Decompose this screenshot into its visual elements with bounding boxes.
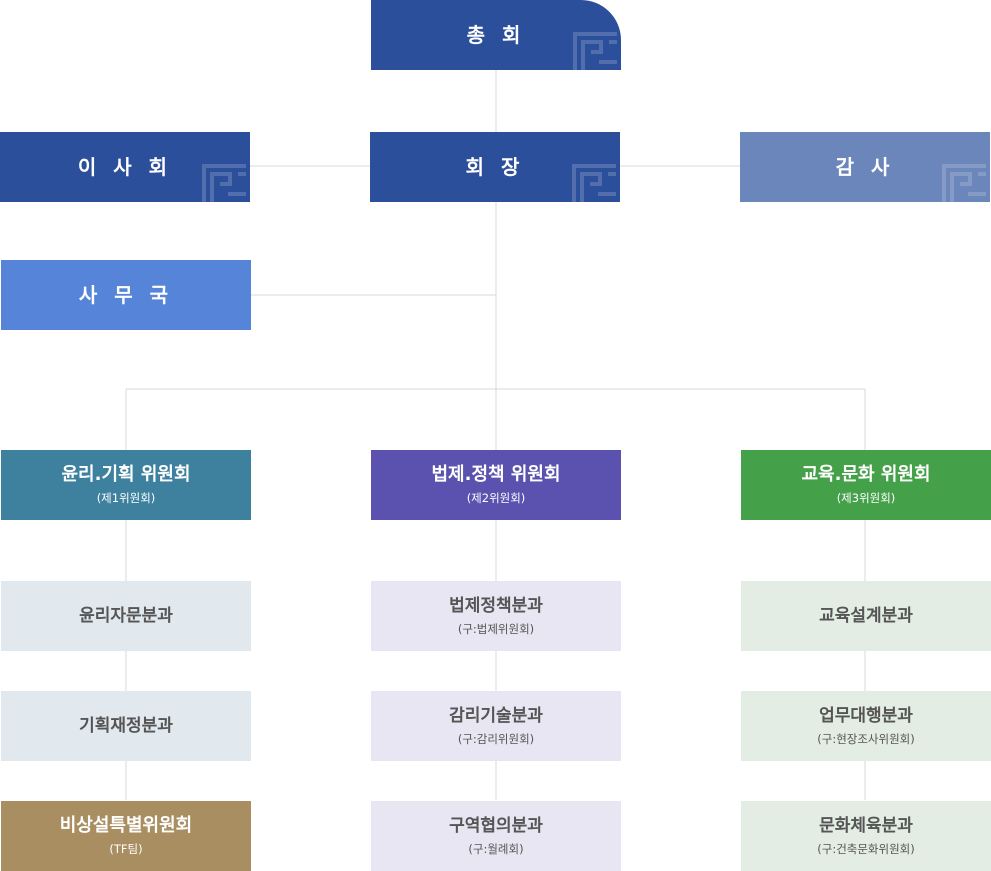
division-sub: (구:감리위원회) (457, 732, 535, 746)
division-sub: (TF팀) (109, 842, 143, 856)
division-title: 비상설특별위원회 (59, 815, 193, 836)
committee-3-title: 교육.문화 위원회 (801, 464, 931, 485)
division-box: 구역협의분과 (구:월례회) (371, 801, 621, 871)
division-box: 문화체육분과 (구:건축문화위원회) (741, 801, 991, 871)
meander-pattern-icon (202, 164, 246, 202)
committee-1-sub: (제1위원회) (96, 491, 156, 505)
division-title: 구역협의분과 (449, 816, 543, 836)
committee-2-box: 법제.정책 위원회 (제2위원회) (371, 450, 621, 520)
division-title: 기획재정분과 (79, 716, 173, 736)
division-title: 교육설계분과 (819, 606, 913, 626)
division-title: 감리기술분과 (449, 706, 543, 726)
committee-2-title: 법제.정책 위원회 (431, 464, 561, 485)
board-box: 이 사 회 (0, 132, 250, 202)
audit-label: 감 사 (835, 155, 895, 179)
division-box: 교육설계분과 (741, 581, 991, 651)
committee-1-title: 윤리.기획 위원회 (61, 464, 191, 485)
secretariat-label: 사 무 국 (78, 283, 174, 307)
division-sub: (구:현장조사위원회) (817, 732, 915, 746)
committee-3-sub: (제3위원회) (836, 491, 896, 505)
division-title: 법제정책분과 (449, 596, 543, 616)
committee-1-box: 윤리.기획 위원회 (제1위원회) (1, 450, 251, 520)
meander-pattern-icon (572, 164, 616, 202)
division-title: 업무대행분과 (819, 706, 913, 726)
division-box: 기획재정분과 (1, 691, 251, 761)
division-box: 윤리자문분과 (1, 581, 251, 651)
committee-2-sub: (제2위원회) (466, 491, 526, 505)
audit-box: 감 사 (740, 132, 990, 202)
division-sub: (구:월례회) (468, 842, 524, 856)
division-sub: (구:법제위원회) (457, 622, 535, 636)
tf-team-box: 비상설특별위원회 (TF팀) (1, 801, 251, 871)
division-box: 법제정책분과 (구:법제위원회) (371, 581, 621, 651)
meander-pattern-icon (573, 32, 617, 70)
division-sub: (구:건축문화위원회) (817, 842, 915, 856)
meander-pattern-icon (942, 164, 986, 202)
division-box: 감리기술분과 (구:감리위원회) (371, 691, 621, 761)
division-title: 윤리자문분과 (79, 606, 173, 626)
division-box: 업무대행분과 (구:현장조사위원회) (741, 691, 991, 761)
general-assembly-box: 총 회 (371, 0, 621, 70)
secretariat-box: 사 무 국 (1, 260, 251, 330)
committee-3-box: 교육.문화 위원회 (제3위원회) (741, 450, 991, 520)
president-box: 회 장 (370, 132, 620, 202)
general-assembly-label: 총 회 (466, 23, 526, 47)
division-title: 문화체육분과 (819, 816, 913, 836)
board-label: 이 사 회 (77, 155, 173, 179)
president-label: 회 장 (465, 155, 525, 179)
